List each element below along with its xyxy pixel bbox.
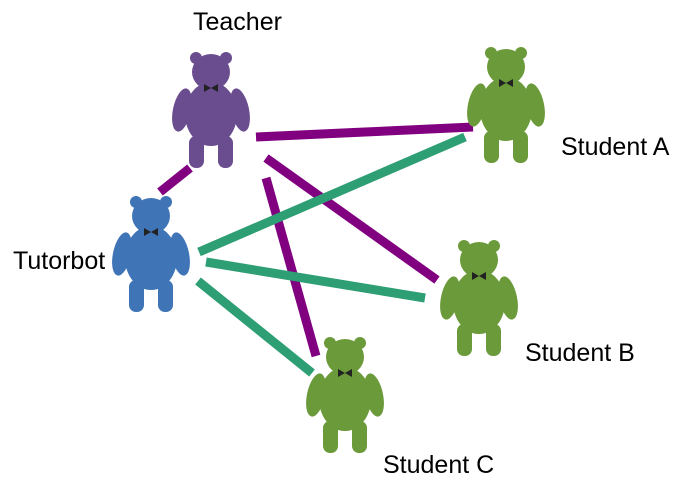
teacher-label: Teacher xyxy=(193,8,282,36)
tutorbot-figure-icon xyxy=(108,196,194,312)
student-c-label: Student C xyxy=(383,451,495,479)
student-b-figure-icon xyxy=(436,240,522,356)
edge-teacher-to-tutorbot xyxy=(157,164,193,196)
nodes-layer xyxy=(108,47,549,453)
edge-teacher-to-student-a xyxy=(255,122,474,142)
edge-tutorbot-to-student-b xyxy=(205,257,426,303)
student-a-label: Student A xyxy=(561,133,670,161)
edge-tutorbot-to-student-c xyxy=(195,277,315,377)
edge-teacher-to-student-c xyxy=(261,176,321,358)
student-b-label: Student B xyxy=(525,339,635,367)
edge-tutorbot-to-student-a xyxy=(197,132,467,257)
student-c-figure-icon xyxy=(302,337,388,453)
tutorbot-label: Tutorbot xyxy=(13,247,106,275)
teacher-figure-icon xyxy=(168,52,254,168)
edges-layer xyxy=(157,122,474,377)
edge-teacher-to-student-b xyxy=(263,154,440,284)
student-a-figure-icon xyxy=(463,47,549,163)
